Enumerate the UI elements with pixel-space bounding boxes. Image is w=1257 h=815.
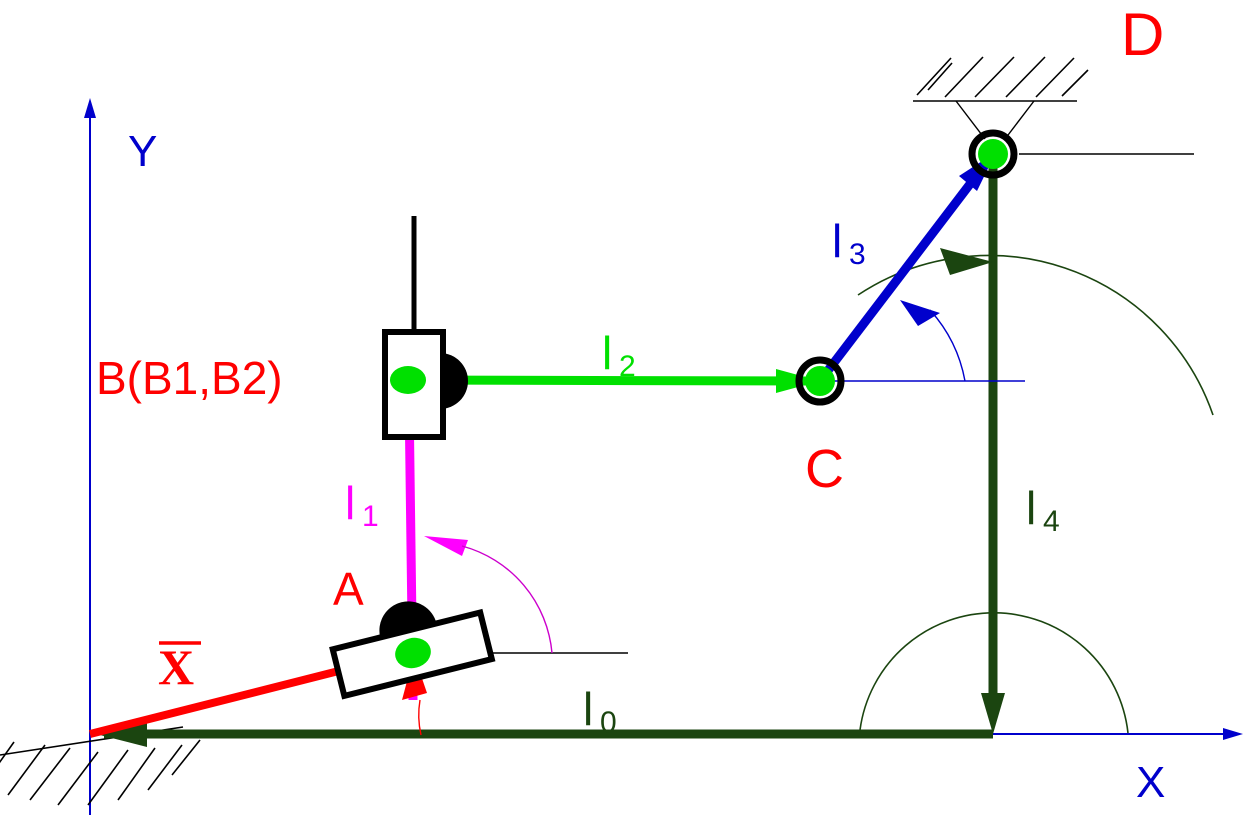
- link-l4-label-main: l: [1026, 482, 1036, 534]
- joint-D: [968, 129, 1018, 179]
- angle-arc-D: [857, 254, 1214, 416]
- link-l1-mid-arrowhead: [424, 536, 468, 556]
- joint-D-label: D: [1121, 1, 1164, 68]
- body-frame-x-label: X: [158, 639, 194, 695]
- joint-A-label: A: [333, 563, 364, 615]
- y-axis-label: Y: [128, 127, 157, 176]
- angle-arc-theta1: [461, 545, 553, 654]
- link-l2-label-sub: 2: [619, 350, 636, 383]
- slider-B-half-disc: [440, 353, 468, 409]
- link-l4-arrowhead: [981, 693, 1005, 734]
- joint-D-ring: [968, 129, 1018, 179]
- link-l2-label-main: l: [602, 327, 612, 379]
- link-l0: [96, 721, 993, 747]
- slider-block-B: [382, 216, 468, 440]
- link-l3-shaft: [816, 164, 987, 384]
- link-l2: [407, 369, 820, 393]
- link-l3-label: l 3: [832, 215, 866, 271]
- link-l4-label-sub: 4: [1043, 505, 1060, 538]
- slider-A-half-disc: [379, 601, 437, 638]
- link-l4: [940, 154, 1005, 734]
- joint-D-pivot: [978, 139, 1008, 169]
- link-l4-mid-arrowhead: [940, 248, 993, 275]
- body-frame-x-label-group: X: [158, 639, 201, 695]
- joint-B-label: B(B1,B2): [96, 352, 283, 404]
- joint-A-pivot: [395, 637, 431, 669]
- ceiling-hatch-top: [913, 56, 1089, 102]
- angle-arc-theta3: [929, 309, 966, 382]
- body-frame-angle-arc: [418, 699, 422, 736]
- link-l3-label-sub: 3: [849, 238, 866, 271]
- joint-B-pivot: [390, 366, 426, 394]
- link-l0-label-main: l: [583, 683, 593, 735]
- support-triangle-D: [955, 100, 1035, 140]
- link-l3-mid-arrowhead: [900, 300, 940, 326]
- x-axis-label: X: [1136, 758, 1165, 807]
- link-l4-label: l 4: [1026, 482, 1060, 538]
- link-l1-label: l 1: [345, 477, 379, 533]
- link-l2-shaft: [407, 375, 809, 386]
- global-axes: [84, 98, 1243, 815]
- link-l2-label: l 2: [602, 327, 636, 383]
- link-l0-arrowhead: [96, 721, 147, 747]
- link-l3-label-main: l: [832, 215, 842, 267]
- ground-hatch-left: [0, 726, 201, 806]
- joint-C-ring: [795, 356, 845, 406]
- joint-C-pivot: [805, 366, 835, 396]
- link-l1-label-sub: 1: [362, 500, 379, 533]
- joint-C-label: C: [805, 439, 844, 499]
- x-axis-arrowhead: [1223, 728, 1243, 740]
- link-l0-label-sub: 0: [600, 706, 617, 739]
- link-l0-label: l 0: [583, 683, 617, 739]
- joint-C: [795, 356, 845, 406]
- slider-block-A: [329, 601, 496, 700]
- link-l1-label-main: l: [345, 477, 355, 529]
- y-axis-arrowhead: [84, 98, 96, 118]
